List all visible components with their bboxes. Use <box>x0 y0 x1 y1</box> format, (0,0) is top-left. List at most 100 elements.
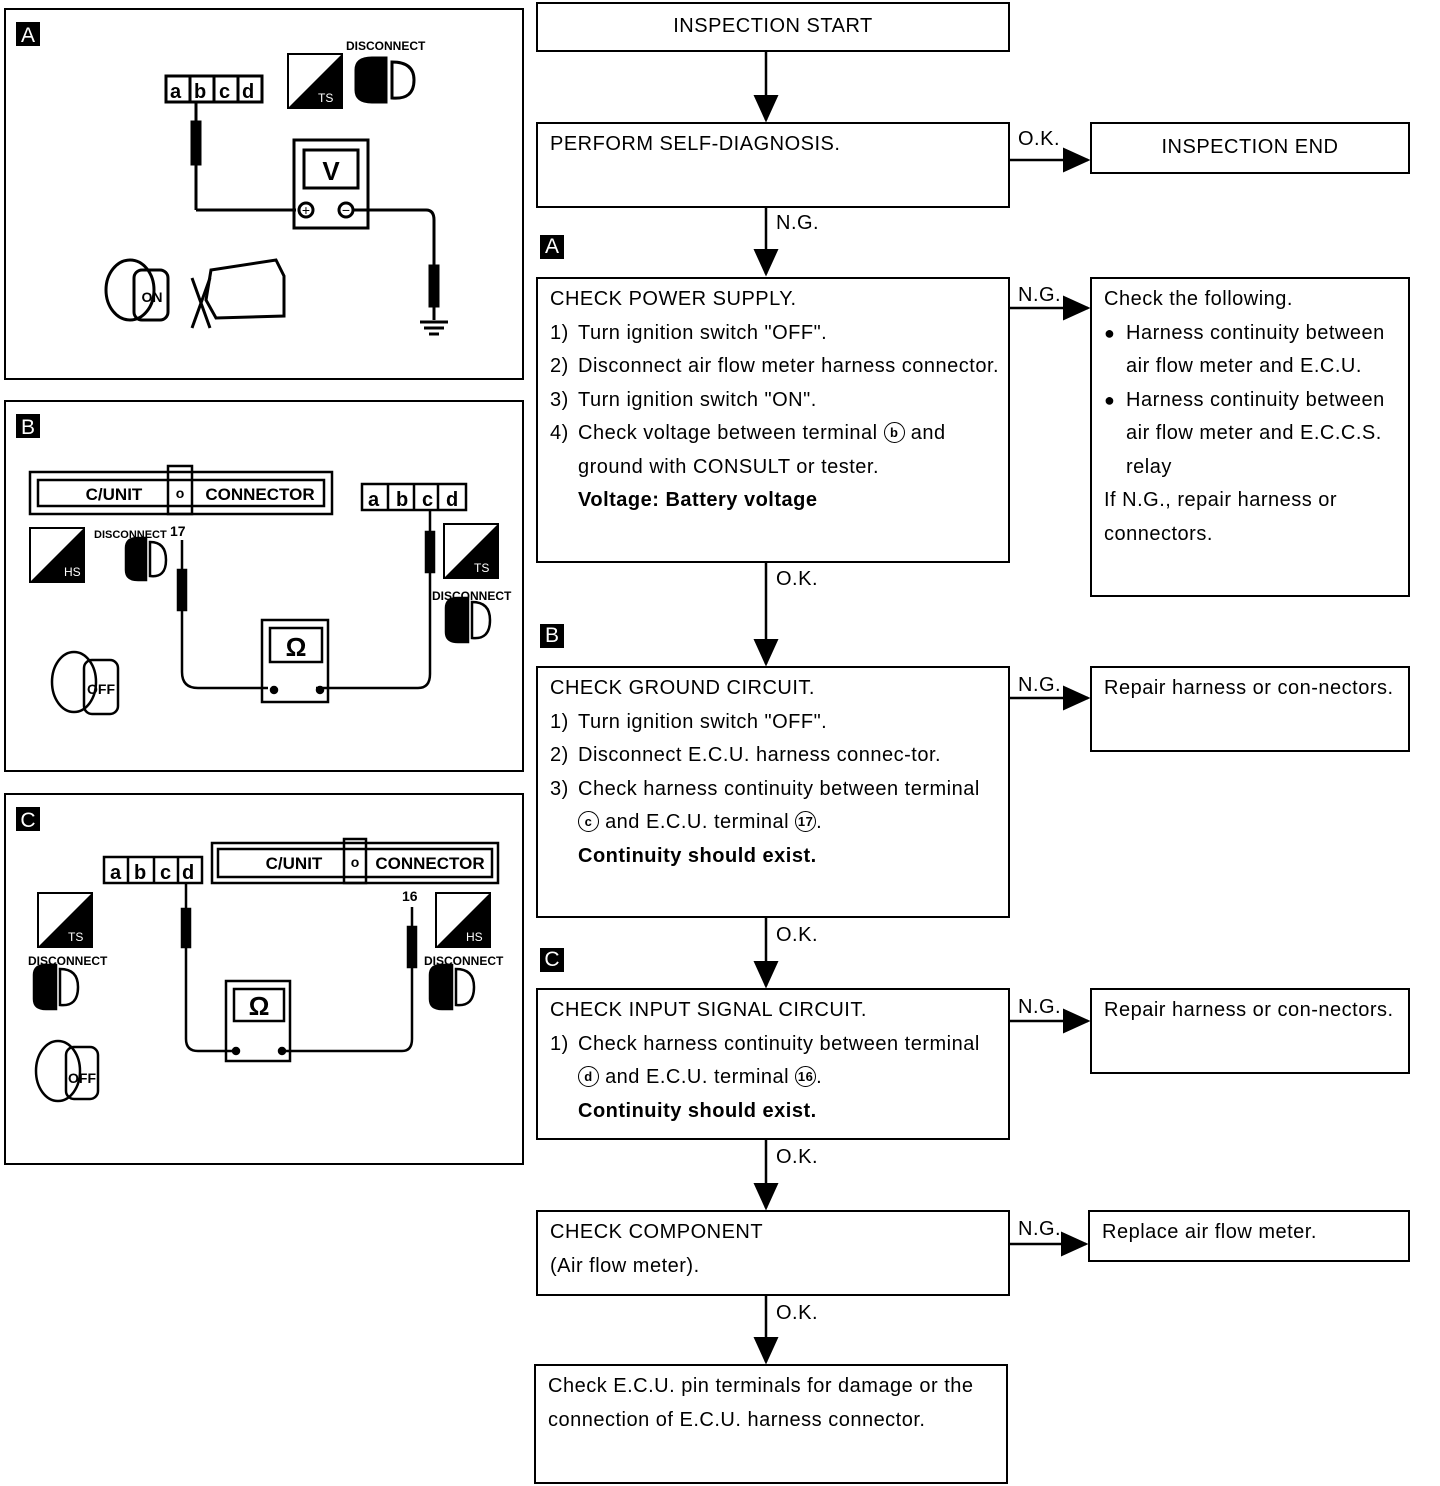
self-diagnosis-text: PERFORM SELF-DIAGNOSIS. <box>550 133 841 155</box>
power-ng-title: Check the following. <box>1104 288 1293 310</box>
hs-icon <box>29 527 85 583</box>
disconnect-label-right: DISCONNECT <box>424 954 504 968</box>
ground-step-3a: Check harness continuity between termina… <box>578 777 980 800</box>
connector-o: o <box>176 485 185 501</box>
hs-label: HS <box>466 930 483 944</box>
pin-a: a <box>368 489 380 511</box>
component-line-2: (Air flow meter). <box>550 1254 700 1277</box>
power-step-3: Turn ignition switch "ON". <box>578 388 817 411</box>
ground-ng-box: Repair harness or con-nectors. <box>1090 666 1410 752</box>
ok-label-component: O.K. <box>776 1302 819 1324</box>
ignition-key-icon <box>104 258 156 322</box>
inspection-start-box: INSPECTION START <box>536 2 1010 52</box>
inspection-end-text: INSPECTION END <box>1161 136 1339 159</box>
power-ng-tail: If N.G., repair harness or connectors. <box>1104 489 1338 545</box>
ng-label-self-diag: N.G. <box>776 212 820 234</box>
input-ng-text: Repair harness or con-nectors. <box>1104 999 1394 1021</box>
ground-title: CHECK GROUND CIRCUIT. <box>550 677 815 699</box>
step-num: 2) <box>550 744 569 766</box>
ts-label: TS <box>68 930 83 944</box>
component-ng-text: Replace air flow meter. <box>1102 1221 1317 1243</box>
pin-b: b <box>396 489 408 511</box>
input-step-1a: Check harness continuity between termina… <box>578 1032 980 1055</box>
ts-icon <box>37 892 93 948</box>
panel-c-diagram: C a b <box>16 807 504 1103</box>
key-label: OFF <box>87 681 115 697</box>
ng-label-component: N.G. <box>1018 1218 1062 1240</box>
step-num: 3) <box>550 777 569 800</box>
power-ng-bullet-2: Harness continuity between air flow mete… <box>1126 388 1385 478</box>
panel-c-tag: C <box>20 809 35 832</box>
terminal-b-marker: b <box>883 422 905 443</box>
ground-step-1: Turn ignition switch "OFF". <box>578 710 828 733</box>
power-result: Voltage: Battery voltage <box>578 489 818 511</box>
pin-c: c <box>219 81 230 103</box>
pin-d: d <box>182 862 194 884</box>
disconnect-icon <box>354 56 388 104</box>
key-label: ON <box>142 289 163 305</box>
ohmmeter-icon <box>260 618 330 704</box>
disconnect-icon-right <box>444 596 470 644</box>
inspection-end-box: INSPECTION END <box>1090 122 1410 174</box>
ignition-key-icon <box>50 650 98 714</box>
pin-a: a <box>110 862 122 884</box>
panel-a: A a b c d DISCONNECT TS V + − ON <box>4 8 524 380</box>
ng-label-power: N.G. <box>1018 284 1062 306</box>
engine-icon <box>204 258 286 320</box>
key-label: OFF <box>68 1070 96 1086</box>
ignition-key-icon <box>34 1039 82 1103</box>
power-step-1: Turn ignition switch "OFF". <box>578 321 828 344</box>
ohmmeter-icon <box>224 979 292 1063</box>
input-signal-box: CHECK INPUT SIGNAL CIRCUIT. 1) Check harn… <box>536 988 1010 1140</box>
power-ng-bullet-1: Harness continuity between air flow mete… <box>1126 321 1385 378</box>
disconnect-icon-left <box>32 963 58 1011</box>
input-result: Continuity should exist. <box>578 1099 817 1122</box>
step-num: 1) <box>550 1032 569 1055</box>
terminal-17-marker: 17 <box>795 811 817 832</box>
ground-circuit-box: CHECK GROUND CIRCUIT. 1)Turn ignition sw… <box>536 666 1010 918</box>
terminal-c-marker: c <box>578 811 599 832</box>
connector-o: o <box>351 854 360 870</box>
step-num: 3) <box>550 388 569 411</box>
ground-step-3b: and E.C.U. terminal <box>605 811 790 833</box>
meter-label: V <box>322 156 340 186</box>
power-title: CHECK POWER SUPPLY. <box>550 288 797 310</box>
pin-d: d <box>446 489 458 511</box>
final-check-text: Check E.C.U. pin terminals for damage or… <box>548 1375 974 1431</box>
bullet-icon: ● <box>1104 322 1116 343</box>
step-tag-b: B <box>540 624 564 648</box>
panel-a-diagram: A a b c d DISCONNECT TS V + − ON <box>16 22 448 336</box>
connector-label: CONNECTOR <box>375 854 484 873</box>
ng-label-ground: N.G. <box>1018 674 1062 696</box>
meter-label: Ω <box>249 991 270 1021</box>
pin-b: b <box>134 862 146 884</box>
step-num: 2) <box>550 355 569 377</box>
power-step-4b: and ground with CONSULT or tester. <box>578 422 946 478</box>
cunit-label: C/UNIT <box>86 485 143 504</box>
ok-label-input: O.K. <box>776 1146 819 1168</box>
panel-b: B C/UNIT <box>4 400 524 772</box>
power-step-4a: Check voltage between terminal <box>578 422 878 444</box>
step-tag-c: C <box>540 948 564 972</box>
meter-label: Ω <box>286 632 307 662</box>
panel-c: C a b <box>4 793 524 1165</box>
step-num: 4) <box>550 422 569 444</box>
panel-b-diagram: B C/UNIT <box>16 414 512 716</box>
self-diagnosis-box: PERFORM SELF-DIAGNOSIS. <box>536 122 1010 208</box>
disconnect-icon-left <box>124 536 148 582</box>
ts-icon <box>443 523 499 579</box>
panel-a-tag: A <box>21 24 35 47</box>
cunit-label: C/UNIT <box>266 854 323 873</box>
power-step-2: Disconnect air flow meter harness connec… <box>578 355 1000 377</box>
step-tag-a: A <box>540 235 564 259</box>
input-title: CHECK INPUT SIGNAL CIRCUIT. <box>550 999 867 1021</box>
inspection-start-text: INSPECTION START <box>673 15 873 38</box>
pin-number: 17 <box>170 523 186 539</box>
pin-c: c <box>422 489 433 511</box>
terminal-d-marker: d <box>578 1066 599 1087</box>
ground-step-2: Disconnect E.C.U. harness connec-tor. <box>578 744 942 766</box>
disconnect-label-left: DISCONNECT <box>94 529 167 541</box>
disconnect-label-left: DISCONNECT <box>28 954 108 968</box>
connector-label: CONNECTOR <box>205 485 314 504</box>
panel-b-tag: B <box>21 416 35 439</box>
